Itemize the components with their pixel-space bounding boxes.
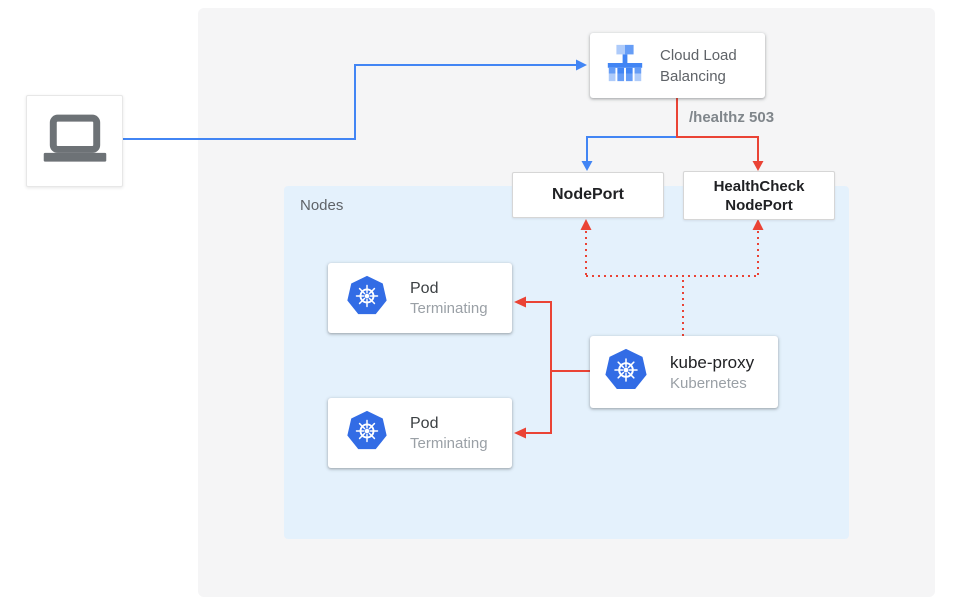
pod-terminating-1: Pod Terminating — [328, 263, 512, 333]
nodes-panel-label: Nodes — [300, 197, 344, 214]
cloud-load-balancing-icon — [604, 42, 646, 89]
kube-proxy-title: kube-proxy — [670, 352, 755, 372]
cloud-load-balancing-node: Cloud Load Balancing — [590, 33, 765, 98]
healthcheck-nodeport-label-line1: HealthCheck — [713, 177, 805, 195]
pod-title: Pod — [410, 279, 439, 297]
kube-proxy-node: kube-proxy Kubernetes — [590, 336, 778, 408]
nodeport-node: NodePort — [512, 172, 664, 218]
kubernetes-icon — [346, 275, 388, 322]
pod-status: Terminating — [410, 434, 488, 452]
kube-proxy-subtitle: Kubernetes — [670, 374, 747, 392]
healthz-status-label: /healthz 503 — [689, 109, 775, 126]
cloud-load-balancing-label: Cloud Load Balancing — [660, 46, 737, 85]
nodeport-label: NodePort — [552, 186, 624, 203]
laptop-icon — [42, 114, 108, 169]
healthcheck-nodeport-label-line2: NodePort — [725, 196, 793, 214]
pod-terminating-2: Pod Terminating — [328, 398, 512, 468]
kubernetes-icon — [346, 410, 388, 457]
client-laptop-node — [26, 95, 123, 187]
pod-status: Terminating — [410, 299, 488, 317]
kubernetes-icon — [604, 348, 648, 397]
pod-title: Pod — [410, 414, 439, 432]
healthcheck-nodeport-node: HealthCheck NodePort — [683, 171, 835, 220]
